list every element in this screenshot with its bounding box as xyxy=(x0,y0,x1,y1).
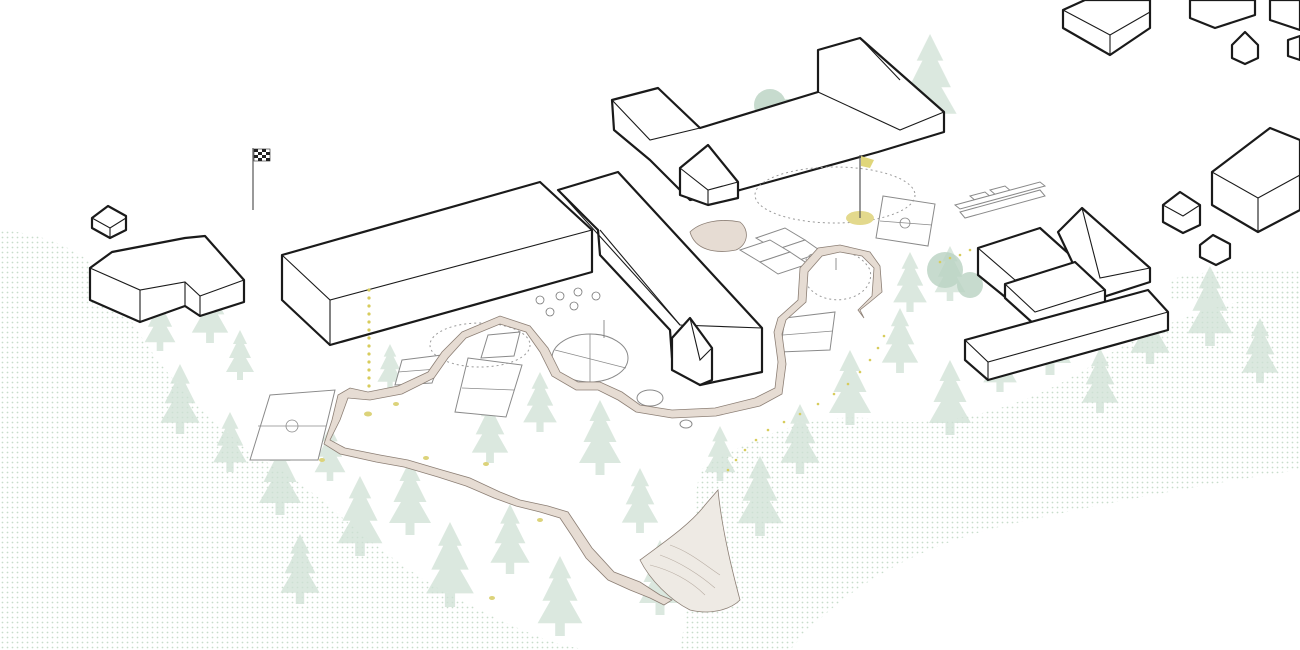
play-equipment xyxy=(535,258,837,338)
flag-pole-courtyard xyxy=(859,155,874,218)
house-small-left xyxy=(90,204,128,240)
trail-wall xyxy=(323,220,883,606)
dashed-zones xyxy=(429,166,916,368)
house-group-right xyxy=(1161,126,1300,267)
house-l-left xyxy=(88,234,246,324)
circular-playground xyxy=(551,333,693,429)
school-east-cluster xyxy=(963,206,1170,382)
play-pads xyxy=(738,181,1047,275)
house-group-top-right xyxy=(1061,0,1300,66)
school-central-wing xyxy=(556,170,764,387)
sports-courts xyxy=(249,195,936,461)
school-north-wing xyxy=(610,36,946,207)
school-gym-block xyxy=(280,180,594,347)
flag-icon xyxy=(252,148,271,210)
stone-pit xyxy=(639,489,741,613)
